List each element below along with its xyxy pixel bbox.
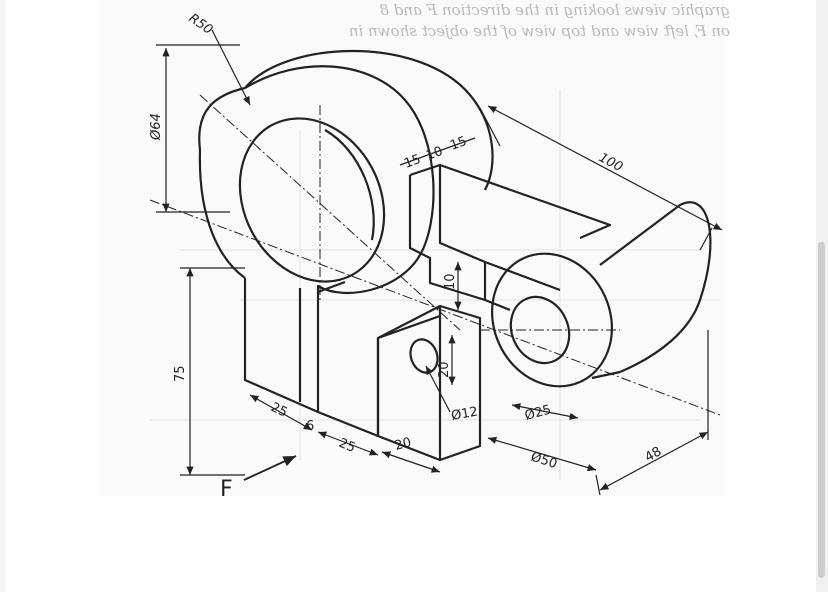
label-d12: Ø12 bbox=[450, 405, 479, 424]
label-15b: 15 bbox=[448, 134, 469, 154]
label-25a: 25 bbox=[268, 400, 289, 421]
boss-block bbox=[376, 304, 482, 462]
dimension-lines bbox=[156, 29, 723, 496]
label-10a: 10 bbox=[424, 144, 445, 164]
right-cylinder-front bbox=[490, 252, 614, 388]
label-d50: Ø50 bbox=[529, 450, 559, 473]
label-d64: Ø64 bbox=[149, 113, 164, 141]
label-6: 6 bbox=[306, 419, 314, 434]
label-15a: 15 bbox=[402, 152, 423, 172]
scrollbar-thumb[interactable] bbox=[818, 242, 825, 578]
ring-hole-inner-edge bbox=[324, 129, 375, 241]
label-75: 75 bbox=[173, 365, 188, 382]
label-48: 48 bbox=[643, 444, 665, 465]
pillar bbox=[243, 278, 320, 414]
ring-left-face bbox=[198, 86, 246, 151]
ring-hole bbox=[238, 117, 386, 283]
right-cylinder-back bbox=[599, 201, 712, 374]
label-10b: 10 bbox=[443, 273, 458, 290]
label-d25: Ø25 bbox=[523, 402, 553, 423]
label-20h: 20 bbox=[393, 435, 413, 454]
label-r50: R50 bbox=[186, 11, 216, 38]
ring-outer-front bbox=[244, 65, 435, 294]
centre-lines bbox=[149, 94, 721, 416]
label-direction-f: F bbox=[220, 477, 233, 502]
right-cylinder-hole bbox=[509, 295, 571, 365]
object-outline bbox=[198, 49, 712, 462]
label-25b: 25 bbox=[337, 436, 358, 456]
label-20v: 20 bbox=[437, 361, 452, 378]
